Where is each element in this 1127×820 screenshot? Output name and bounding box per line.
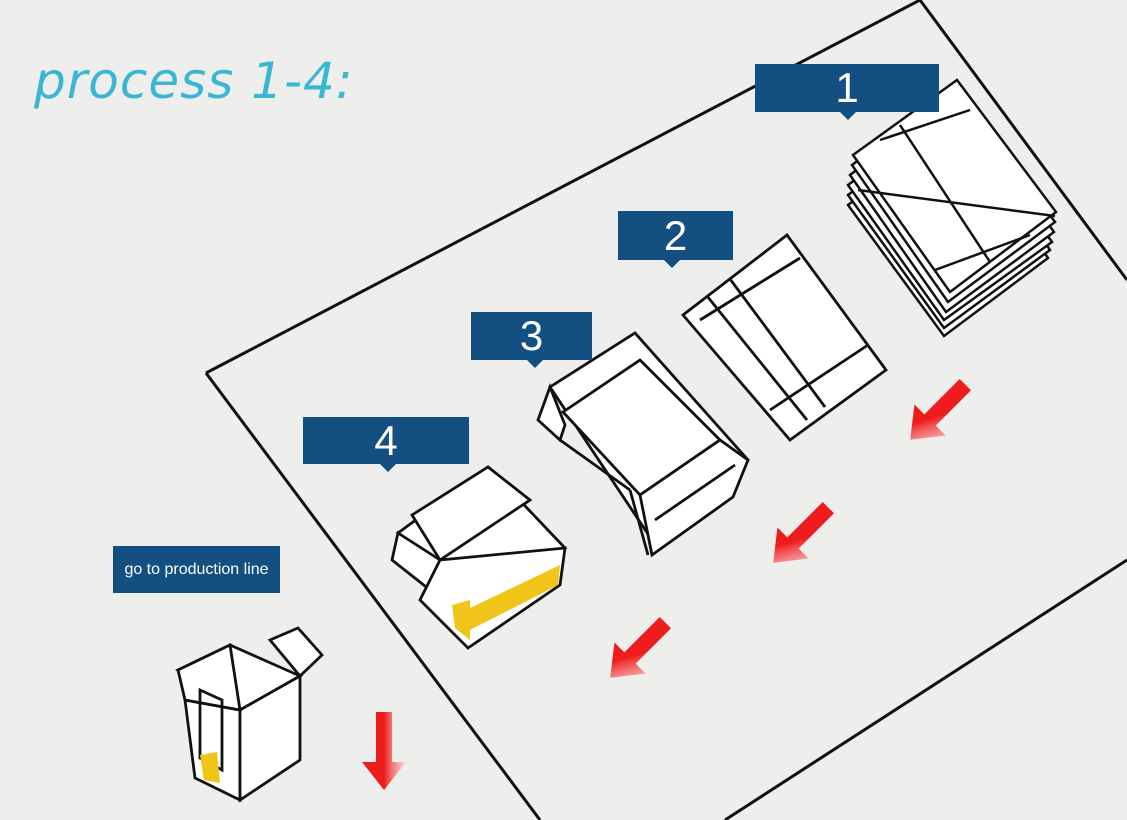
flow-arrows	[362, 378, 972, 790]
folded-box	[536, 331, 750, 558]
step-label-production-line: go to production line	[113, 546, 280, 593]
arrow-icon	[610, 616, 672, 678]
unfolded-carton	[680, 233, 888, 442]
arrow-icon	[773, 501, 835, 563]
step-label-3: 3	[471, 312, 592, 368]
arrow-icon	[910, 378, 972, 440]
step-label-2: 2	[618, 211, 733, 268]
taped-box	[390, 465, 568, 650]
step-label-4: 4	[303, 417, 469, 472]
workspace-outline	[204, 0, 1127, 820]
open-box	[175, 626, 324, 803]
page-title: process 1-4:	[34, 52, 354, 110]
arrow-icon	[362, 712, 406, 790]
flat-cardboard-stack	[846, 78, 1058, 338]
step-label-1: 1	[755, 64, 939, 120]
